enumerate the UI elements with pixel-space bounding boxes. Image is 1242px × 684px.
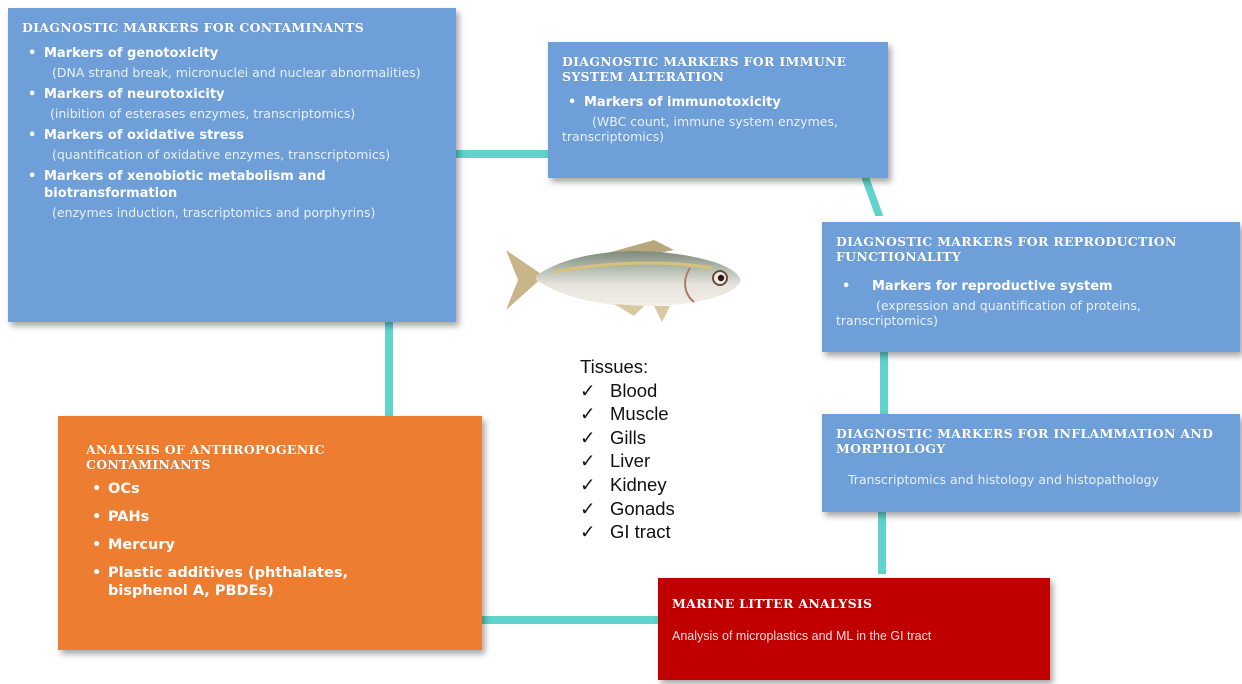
list-item: Markers for reproductive system (express… xyxy=(836,278,1226,328)
list-item: ✓ Liver xyxy=(580,449,675,473)
marine-litter-title: MARINE LITTER ANALYSIS xyxy=(672,596,873,611)
marker-label: Markers of immunotoxicity xyxy=(562,94,874,111)
inflammation-title: DIAGNOSTIC MARKERS FOR INFLAMMATION AND … xyxy=(836,426,1214,456)
inflammation-markers-box: DIAGNOSTIC MARKERS FOR INFLAMMATION AND … xyxy=(822,414,1240,512)
marker-detail: (enzymes induction, trascriptomics and p… xyxy=(52,205,376,220)
tissue-label: Blood xyxy=(610,379,658,401)
list-item: Markers of xenobiotic metabolism and bio… xyxy=(22,168,442,220)
connector-right-vertical xyxy=(880,350,888,415)
tissue-label: Gills xyxy=(610,426,646,448)
list-item: ✓ Gills xyxy=(580,426,675,450)
marker-detail: (DNA strand break, micronuclei and nucle… xyxy=(52,65,421,80)
list-item: PAHs xyxy=(86,508,454,526)
connector-left-vertical xyxy=(385,318,393,418)
check-icon: ✓ xyxy=(580,426,596,448)
tissue-label: Muscle xyxy=(610,403,669,425)
tissue-label: Gonads xyxy=(610,497,675,519)
marker-label: Markers of genotoxicity xyxy=(22,45,442,62)
check-icon: ✓ xyxy=(580,497,596,519)
list-item: ✓ Kidney xyxy=(580,473,675,497)
reproduction-markers-box: DIAGNOSTIC MARKERS FOR REPRODUCTION FUNC… xyxy=(822,222,1240,352)
fish-icon xyxy=(484,210,752,342)
anthropogenic-title: ANALYSIS OF ANTHROPOGENIC CONTAMINANTS xyxy=(86,442,325,472)
marker-label: Markers of neurotoxicity xyxy=(22,86,442,103)
list-item: Markers of neurotoxicity (inibition of e… xyxy=(22,86,442,121)
marker-detail: (quantification of oxidative enzymes, tr… xyxy=(52,147,391,162)
marker-label: Markers of oxidative stress xyxy=(22,127,442,144)
marker-label: Markers of xenobiotic metabolism and bio… xyxy=(22,168,442,202)
marker-detail: (expression and quantification of protei… xyxy=(836,298,1141,328)
list-item: ✓ Blood xyxy=(580,379,675,403)
immune-list: Markers of immunotoxicity (WBC count, im… xyxy=(562,94,874,144)
check-icon: ✓ xyxy=(580,450,596,472)
inflammation-text: Transcriptomics and histology and histop… xyxy=(848,472,1159,487)
reproduction-title: DIAGNOSTIC MARKERS FOR REPRODUCTION FUNC… xyxy=(836,234,1177,264)
list-item: ✓ Muscle xyxy=(580,402,675,426)
tissue-label: GI tract xyxy=(610,521,671,543)
check-icon: ✓ xyxy=(580,473,596,495)
marker-label: Markers for reproductive system xyxy=(836,278,1226,295)
tissue-label: Kidney xyxy=(610,473,667,495)
tissues-list: Tissues: ✓ Blood ✓ Muscle ✓ Gills ✓ Liver ✓ K… xyxy=(580,355,675,544)
list-item: ✓ Gonads xyxy=(580,497,675,521)
tissue-label: Liver xyxy=(610,450,651,472)
check-icon: ✓ xyxy=(580,403,596,425)
check-icon: ✓ xyxy=(580,521,596,543)
tissues-heading: Tissues: xyxy=(580,356,649,377)
list-item: ✓ GI tract xyxy=(580,520,675,544)
immune-title: DIAGNOSTIC MARKERS FOR IMMUNE SYSTEM ALT… xyxy=(562,54,847,84)
anthropogenic-list: OCs PAHs Mercury Plastic additives (phth… xyxy=(86,480,454,600)
list-item: Markers of immunotoxicity (WBC count, im… xyxy=(562,94,874,144)
reproduction-list: Markers for reproductive system (express… xyxy=(836,278,1226,328)
contaminants-title: DIAGNOSTIC MARKERS FOR CONTAMINANTS xyxy=(22,20,365,35)
list-item: Plastic additives (phthalates, bisphenol… xyxy=(86,564,398,600)
connector-bottom-horizontal xyxy=(482,616,662,624)
connector-right-upper xyxy=(860,176,884,216)
list-item: Markers of oxidative stress (quantificat… xyxy=(22,127,442,162)
list-item: OCs xyxy=(86,480,454,498)
check-icon: ✓ xyxy=(580,379,596,401)
contaminants-list: Markers of genotoxicity (DNA strand brea… xyxy=(22,45,442,220)
marine-litter-box: MARINE LITTER ANALYSIS Analysis of micro… xyxy=(658,578,1050,680)
immune-markers-box: DIAGNOSTIC MARKERS FOR IMMUNE SYSTEM ALT… xyxy=(548,42,888,178)
marker-detail: (WBC count, immune system enzymes, trans… xyxy=(562,114,838,144)
marine-litter-text: Analysis of microplastics and ML in the … xyxy=(672,629,932,643)
connector-top-horizontal xyxy=(454,150,549,158)
connector-right-lower xyxy=(878,512,886,574)
anthropogenic-analysis-box: ANALYSIS OF ANTHROPOGENIC CONTAMINANTS O… xyxy=(58,416,482,650)
list-item: Markers of genotoxicity (DNA strand brea… xyxy=(22,45,442,80)
list-item: Mercury xyxy=(86,536,454,554)
contaminants-markers-box: DIAGNOSTIC MARKERS FOR CONTAMINANTS Mark… xyxy=(8,8,456,322)
marker-detail: (inibition of esterases enzymes, transcr… xyxy=(50,106,356,121)
